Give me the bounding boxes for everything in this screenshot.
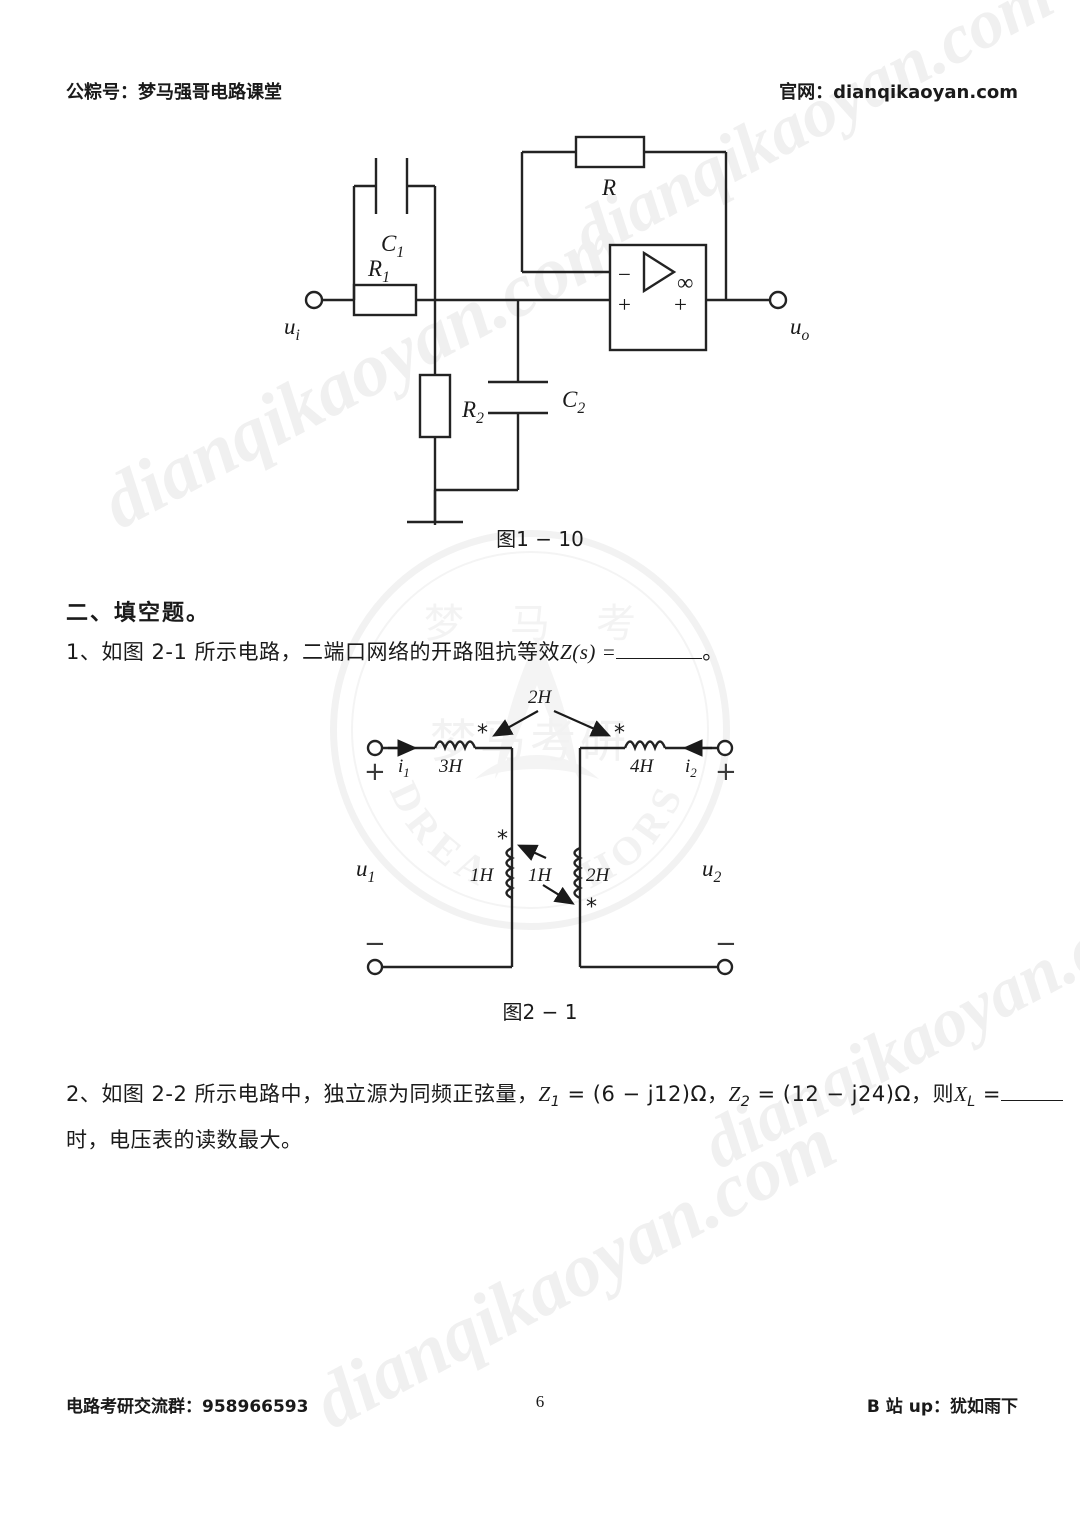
mutual-1h-mid-label: 1H: [528, 865, 553, 886]
capacitor-c1-label: C1: [381, 231, 404, 261]
question-1-body: 如图 2-1 所示电路，二端口网络的开路阻抗等效: [101, 640, 561, 664]
output-voltage-label: uo: [790, 314, 810, 344]
resistor-r2-body: [418, 373, 452, 439]
port1-top-terminal: [366, 739, 384, 757]
mutual-arrow-mid-upleft: [517, 844, 547, 861]
figure-1-10-caption: 图1 − 10: [496, 527, 584, 551]
inductor-4h-label: 4H: [630, 756, 655, 777]
port2-bottom-terminal: [716, 958, 734, 976]
resistor-r-label: R: [601, 175, 616, 200]
mutual-arrow-mid-downright: [542, 884, 575, 905]
dot-marker-right-top: *: [614, 721, 625, 746]
mutual-arrow-top-left: [492, 710, 539, 737]
resistor-r2-label: R2: [461, 397, 484, 427]
question-2-number: 2、: [66, 1082, 102, 1106]
resistor-r1-label: R1: [367, 256, 390, 286]
header-left-text: 公粽号：梦马强哥电路课堂: [66, 82, 282, 103]
inductor-4h-coil: [623, 740, 667, 752]
port1-plus-sign: +: [364, 757, 386, 787]
port1-bottom-terminal: [366, 958, 384, 976]
question-1-answer-blank[interactable]: [616, 658, 703, 659]
question-1-number: 1、: [66, 640, 102, 664]
impedance-z1-subscript: 1: [550, 1094, 561, 1111]
resistor-r1-body: [352, 283, 418, 317]
port2-plus-sign: +: [715, 757, 737, 787]
inductor-1h-vertical-label: 1H: [470, 865, 495, 886]
opamp-triangle-icon: [642, 250, 677, 294]
question-2-answer-blank[interactable]: [1001, 1100, 1064, 1101]
port1-voltage-label: u1: [356, 856, 375, 886]
impedance-z1-symbol: Z: [538, 1082, 551, 1106]
inductor-2h-vertical-coil: [573, 846, 583, 900]
mutual-2h-top-label: 2H: [528, 687, 553, 708]
mutual-arrow-top-right: [553, 709, 612, 737]
figure-2-1-caption: 图2 − 1: [502, 1000, 578, 1024]
port2-top-terminal: [716, 739, 734, 757]
reactance-xl-symbol: X: [953, 1082, 968, 1106]
question-2-text-line-2: 时，电压表的读数最大。: [66, 1128, 303, 1152]
section-heading-fill-blank: 二、填空题。: [66, 601, 211, 626]
output-terminal-node: [768, 290, 788, 310]
opamp-inverting-sign: −: [618, 262, 631, 287]
inductor-1h-vertical-coil: [505, 846, 515, 900]
question-2-body: 如图 2-2 所示电路中，独立源为同频正弦量，: [101, 1082, 539, 1106]
opamp-body: [608, 243, 708, 352]
resistor-r-body: [574, 135, 646, 169]
current-i2-label: i2: [685, 756, 697, 780]
figure-1-10-circuit: C1 R1 ui R2 C2: [250, 110, 870, 530]
reactance-xl-subscript: L: [967, 1094, 976, 1111]
figure-2-1-circuit: i1 3H * i2 4H *: [340, 680, 760, 1010]
question-2-equals: =: [982, 1082, 1002, 1106]
footer-right-text: B 站 up：犹如雨下: [866, 1397, 1018, 1417]
footer-left-text: 电路考研交流群：958966593: [66, 1397, 309, 1417]
current-i1-label: i1: [398, 756, 410, 780]
impedance-z2-value: = (12 − j24)Ω，: [757, 1082, 933, 1106]
question-1-period: 。: [702, 640, 724, 664]
input-terminal-node: [304, 290, 324, 310]
question-1-symbol: Z(s) =: [560, 640, 617, 664]
impedance-z2-symbol: Z: [728, 1082, 741, 1106]
opamp-output-sign: +: [674, 292, 687, 317]
dot-marker-left-top: *: [477, 721, 488, 746]
opamp-infinite-gain-label: ∞: [677, 270, 693, 295]
dot-marker-left-vertical: *: [497, 827, 508, 852]
impedance-z2-subscript: 2: [740, 1094, 751, 1111]
dot-marker-right-vertical: *: [586, 895, 597, 920]
impedance-z1-value: = (6 − j12)Ω，: [567, 1082, 729, 1106]
inductor-3h-label: 3H: [438, 756, 464, 777]
footer-page-number: 6: [535, 1392, 545, 1411]
question-1-text: 1、如图 2-1 所示电路，二端口网络的开路阻抗等效Z(s) = 。: [66, 636, 724, 666]
inductor-2h-vertical-label: 2H: [586, 865, 611, 886]
inductor-3h-coil: [433, 740, 477, 752]
capacitor-c2-label: C2: [562, 387, 585, 417]
input-voltage-label: ui: [284, 314, 300, 344]
port2-voltage-label: u2: [702, 856, 722, 886]
question-2-text-line-1: 2、如图 2-2 所示电路中，独立源为同频正弦量，Z1 = (6 − j12)Ω…: [66, 1078, 1064, 1111]
port2-minus-sign: −: [715, 929, 737, 959]
opamp-noninverting-sign: +: [618, 292, 631, 317]
port1-minus-sign: −: [364, 929, 386, 959]
question-2-then: 则: [932, 1082, 954, 1106]
header-right-text: 官网：dianqikaoyan.com: [779, 82, 1018, 103]
